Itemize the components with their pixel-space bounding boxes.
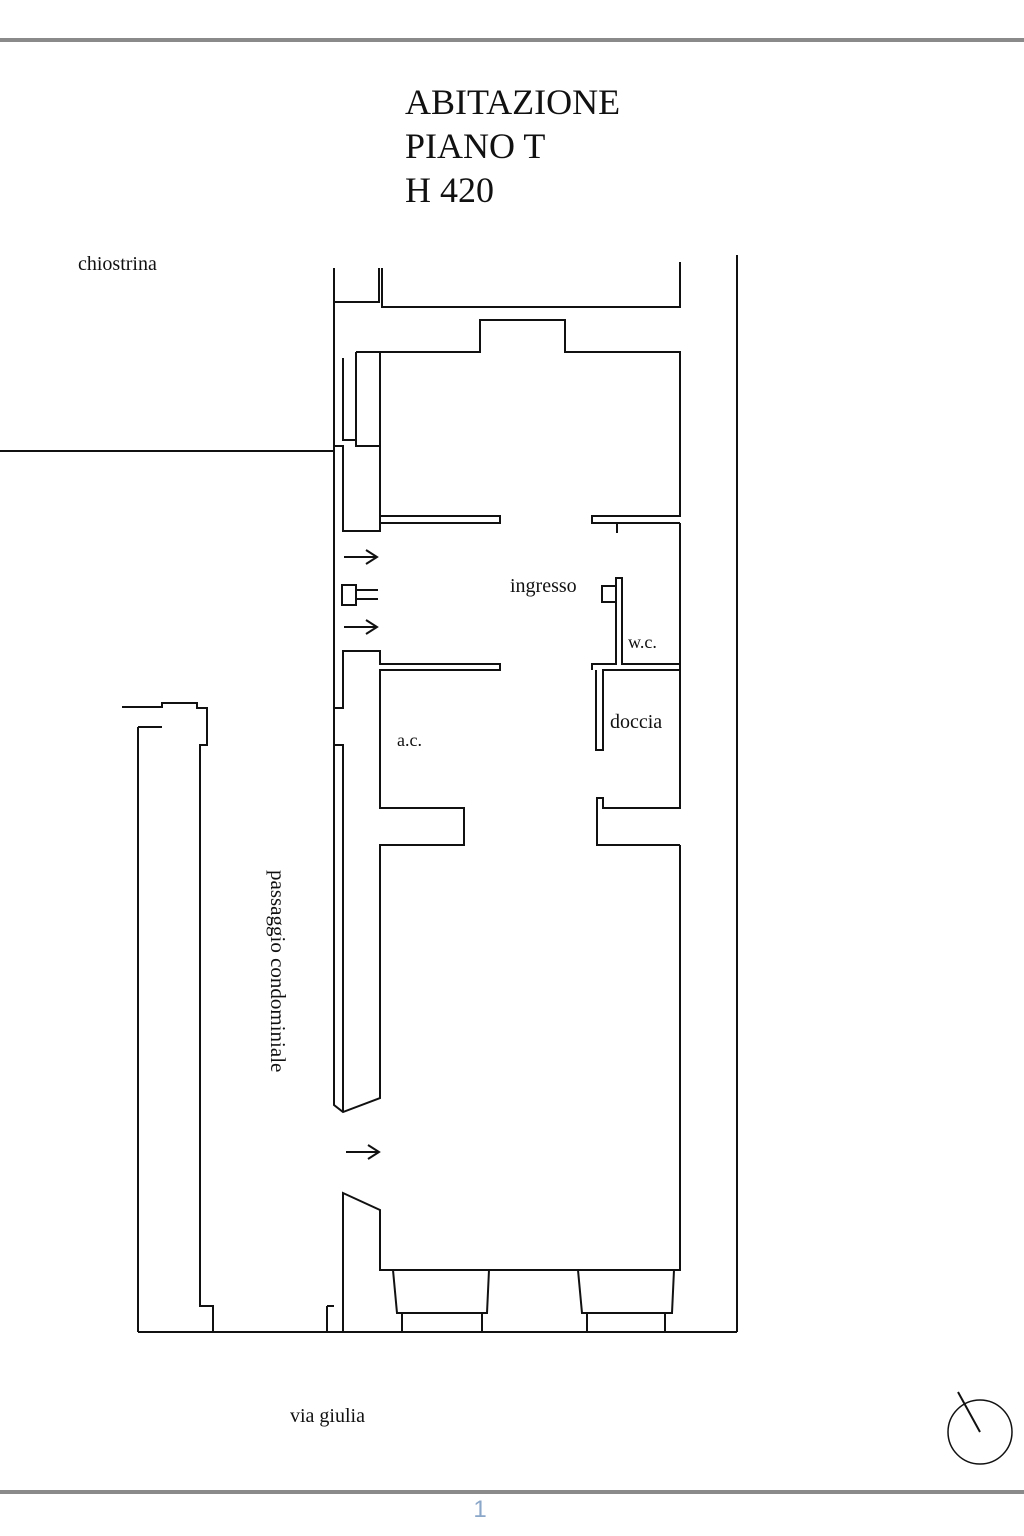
main-room-wall xyxy=(342,845,681,1332)
top-rule xyxy=(0,38,1024,42)
doccia-lower-wall xyxy=(596,670,681,846)
west-wall-lower xyxy=(333,302,501,1114)
chiostrina-wall-right xyxy=(381,262,681,308)
wc-fixture xyxy=(601,585,617,603)
plan-title: ABITAZIONE PIANO T H 420 xyxy=(405,80,620,212)
page-number: 1 xyxy=(473,1496,487,1523)
doccia-wall xyxy=(595,664,681,751)
wc-wall xyxy=(591,523,681,670)
label-ac: a.c. xyxy=(397,730,422,750)
bay-window-2 xyxy=(577,1269,675,1314)
bottom-rule xyxy=(0,1490,1024,1494)
label-passaggio: passaggio condominiale xyxy=(266,870,290,1072)
chiostrina-wall-left xyxy=(333,268,380,303)
window-frame-1 xyxy=(342,358,356,441)
label-doccia: doccia xyxy=(610,711,662,733)
title-line-1: ABITAZIONE xyxy=(405,82,621,122)
passage-west-wall xyxy=(122,702,214,1332)
title-line-2: PIANO T xyxy=(405,126,546,166)
label-ingresso: ingresso xyxy=(510,575,577,597)
title-line-3: H 420 xyxy=(405,170,494,210)
entrance-arrow-1-head xyxy=(365,549,379,565)
pillar-block xyxy=(341,584,357,606)
upper-room-lower-wall xyxy=(334,445,501,532)
north-arrow-needle xyxy=(957,1391,981,1433)
upper-room-wall xyxy=(380,319,681,524)
window-jamb-1 xyxy=(355,351,381,447)
entrance-arrow-2-head xyxy=(365,619,379,635)
label-street: via giulia xyxy=(290,1405,365,1427)
north-arrow-circle xyxy=(947,1399,1013,1465)
bay-window-1 xyxy=(392,1269,490,1314)
label-chiostrina: chiostrina xyxy=(78,253,157,275)
label-wc: w.c. xyxy=(628,632,657,652)
entrance-arrow-3-head xyxy=(367,1144,381,1160)
